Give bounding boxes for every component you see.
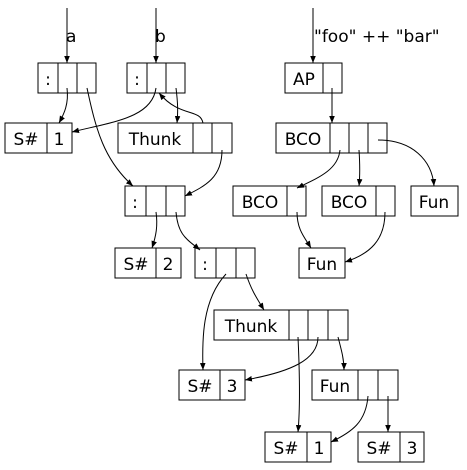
cons-mid-tag: : <box>132 193 138 213</box>
fun-node-right: Fun <box>410 185 459 217</box>
s1b-tag: S# <box>273 439 298 459</box>
s2-tag: S# <box>123 255 148 275</box>
s3b-value: 3 <box>407 439 418 459</box>
edge-thunk-upper <box>184 149 223 197</box>
edge-cons-low-tail <box>245 273 265 311</box>
cons-low-tag: : <box>202 255 208 275</box>
bco-left-tag: BCO <box>242 193 279 213</box>
edge-cons-b-head <box>71 87 157 134</box>
bco-right-tag: BCO <box>331 193 368 213</box>
bco-node-right: BCO <box>321 185 396 217</box>
edge-bco-main-c <box>377 139 437 187</box>
root-b-label: b <box>155 27 166 47</box>
cons-node-mid: : <box>124 185 186 217</box>
cons-node-b: : <box>126 62 186 94</box>
bco-node-left: BCO <box>232 185 307 217</box>
cons-b-tag: : <box>134 70 140 90</box>
fun-right-tag: Fun <box>419 193 449 213</box>
edge-cons-a-head <box>58 87 68 124</box>
s2-value: 2 <box>163 255 174 275</box>
edge-cons-mid-head <box>151 211 158 249</box>
edge-bco-main-b <box>356 149 363 187</box>
cons-node-low: : <box>194 247 256 279</box>
fun-lower-tag: Fun <box>320 377 350 397</box>
s1-tag: S# <box>13 130 38 150</box>
root-a-label: a <box>66 27 76 47</box>
edge-thunk-lower-a <box>244 336 319 382</box>
s3b-tag: S# <box>366 439 391 459</box>
s-node-3: S# 3 <box>178 369 246 401</box>
ap-node: AP <box>284 62 343 94</box>
edge-cons-low-head <box>199 273 227 371</box>
bco-node-main: BCO <box>275 122 388 154</box>
edge-cons-a-tail <box>86 87 134 187</box>
edge-thunk-lower-b <box>295 336 302 433</box>
thunk-node-lower: Thunk <box>213 309 349 341</box>
edge-bco-right <box>344 211 386 263</box>
bco-main-tag: BCO <box>285 130 322 150</box>
thunk-node-upper: Thunk <box>117 122 233 154</box>
s1-value: 1 <box>54 130 65 150</box>
cons-a-tag: : <box>45 70 51 90</box>
thunk-upper-tag: Thunk <box>128 130 182 150</box>
edge-fun-lower-a <box>330 395 369 443</box>
fun-node-bottom: Fun <box>298 247 346 279</box>
edge-bco-main-a <box>296 149 341 189</box>
s1b-value: 1 <box>314 439 325 459</box>
s-node-2: S# 2 <box>114 247 182 279</box>
thunk-lower-tag: Thunk <box>224 317 278 337</box>
edge-thunk-lower-c <box>337 336 347 371</box>
cons-node-a: : <box>37 62 97 94</box>
edge-cons-mid-tail <box>175 211 201 251</box>
fun-node-lower: Fun <box>311 369 399 401</box>
s-node-1: S# 1 <box>4 122 73 154</box>
edge-thunk-back <box>158 92 204 124</box>
ap-tag: AP <box>293 70 315 90</box>
root-expr-label: "foo" ++ "bar" <box>314 27 440 47</box>
s3-value: 3 <box>227 377 238 397</box>
edge-bco-left <box>296 211 312 249</box>
s-node-1-bottom: S# 1 <box>264 431 332 463</box>
s3-tag: S# <box>187 377 212 397</box>
s-node-3-bottom: S# 3 <box>357 431 425 463</box>
fun-bottom-tag: Fun <box>307 255 337 275</box>
